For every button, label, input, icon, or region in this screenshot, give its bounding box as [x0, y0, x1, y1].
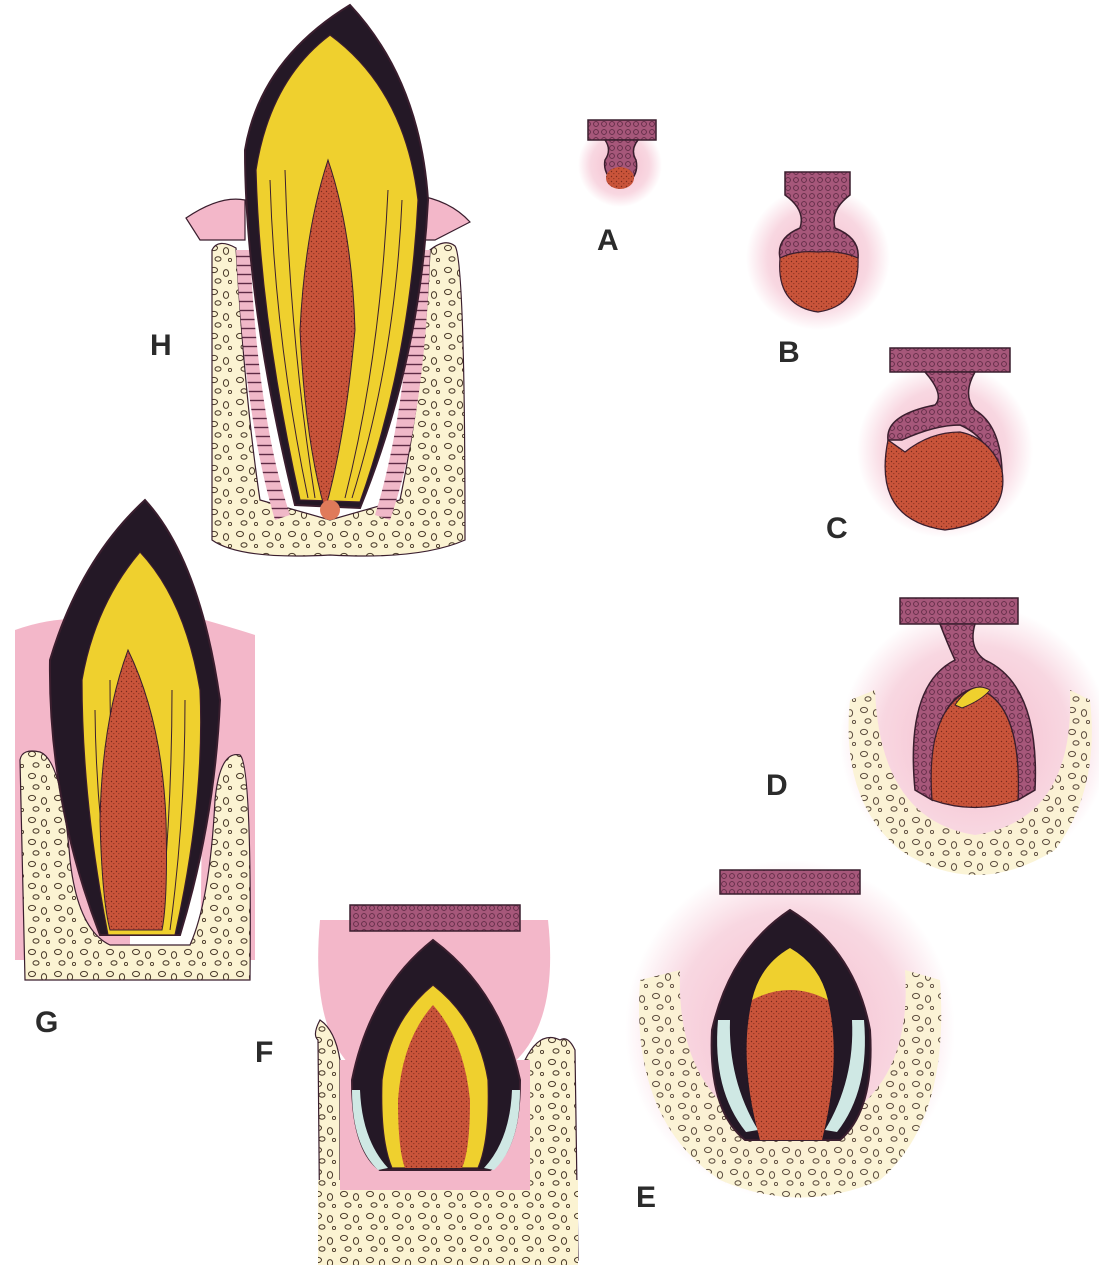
label-h: H [150, 329, 172, 362]
stage-c-cap [857, 348, 1033, 538]
stage-h-mature-tooth [186, 5, 470, 556]
stage-b-bud [746, 172, 890, 330]
stage-f-root-formation [315, 905, 578, 1265]
stage-a-bud [578, 120, 662, 207]
stage-e-crown [625, 860, 955, 1200]
label-c: C [826, 512, 848, 545]
label-b: B [778, 336, 800, 369]
stage-d-bell [840, 598, 1099, 875]
label-e: E [636, 1181, 656, 1214]
label-g: G [35, 1006, 58, 1039]
label-a: A [597, 224, 619, 257]
label-f: F [255, 1036, 273, 1069]
stage-g-eruption [15, 500, 255, 980]
label-d: D [766, 769, 788, 802]
